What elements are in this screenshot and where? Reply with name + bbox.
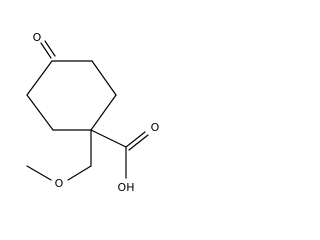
molecule-structure: O O OH O — [26, 31, 160, 194]
acid-carbonyl-oxygen-label: O — [151, 121, 160, 134]
acid-double-bond-line-2 — [128, 134, 149, 151]
acid-double-bond-line-1 — [125, 131, 146, 148]
carboxylic-acid-group: O OH — [90, 121, 160, 194]
acid-hydroxyl-label: OH — [118, 181, 135, 194]
ketone-group: O — [33, 31, 56, 59]
bond-ring-top-left — [26, 60, 53, 96]
bond-methylene-to-ether-oxygen — [67, 165, 92, 181]
ketone-double-bond-line-1 — [40, 42, 52, 59]
ketone-double-bond-line-2 — [44, 40, 56, 57]
bond-quaternary-to-acid-carbon — [90, 129, 127, 148]
bond-ring-right — [91, 60, 117, 96]
ring-bonds — [26, 60, 117, 131]
bond-ring-bottom-right — [90, 94, 117, 131]
methoxymethyl-group: O — [26, 129, 92, 190]
structure-canvas: O O OH O — [26, 31, 160, 194]
ketone-oxygen-label: O — [33, 31, 42, 44]
bond-ether-oxygen-to-methyl — [26, 165, 52, 181]
ether-oxygen-label: O — [55, 177, 64, 190]
bond-ring-left — [26, 94, 54, 131]
